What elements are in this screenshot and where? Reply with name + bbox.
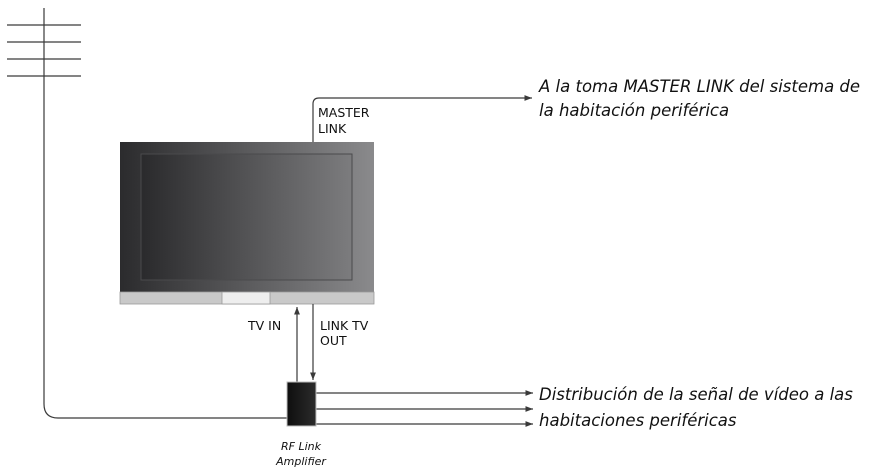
amplifier-label-line1: RF Link — [281, 440, 322, 453]
master-link-label-line2: LINK — [318, 121, 347, 136]
antenna-icon — [7, 8, 81, 404]
master-link-cable — [312, 95, 532, 142]
link-tv-out-label-line2: OUT — [320, 333, 347, 348]
tv-in-label: TV IN — [247, 318, 281, 333]
distribution-caption-line1: Distribución de la señal de vídeo a las — [539, 385, 853, 404]
tv-base-speaker — [221, 291, 271, 305]
antenna-cable — [43, 403, 287, 419]
amplifier-box-icon — [286, 381, 317, 427]
link-tv-out-label-line1: LINK TV — [320, 318, 369, 333]
master-link-label-line1: MASTER — [318, 105, 370, 120]
master-link-caption-line1: A la toma MASTER LINK del sistema de — [538, 77, 860, 96]
distribution-cables — [316, 390, 533, 427]
amplifier-label-line2: Amplifier — [275, 455, 327, 468]
master-link-caption-line2: la habitación periférica — [539, 101, 729, 120]
tv-screen — [140, 153, 353, 281]
distribution-caption-line2: habitaciones periféricas — [539, 411, 737, 430]
television-icon — [119, 142, 375, 305]
